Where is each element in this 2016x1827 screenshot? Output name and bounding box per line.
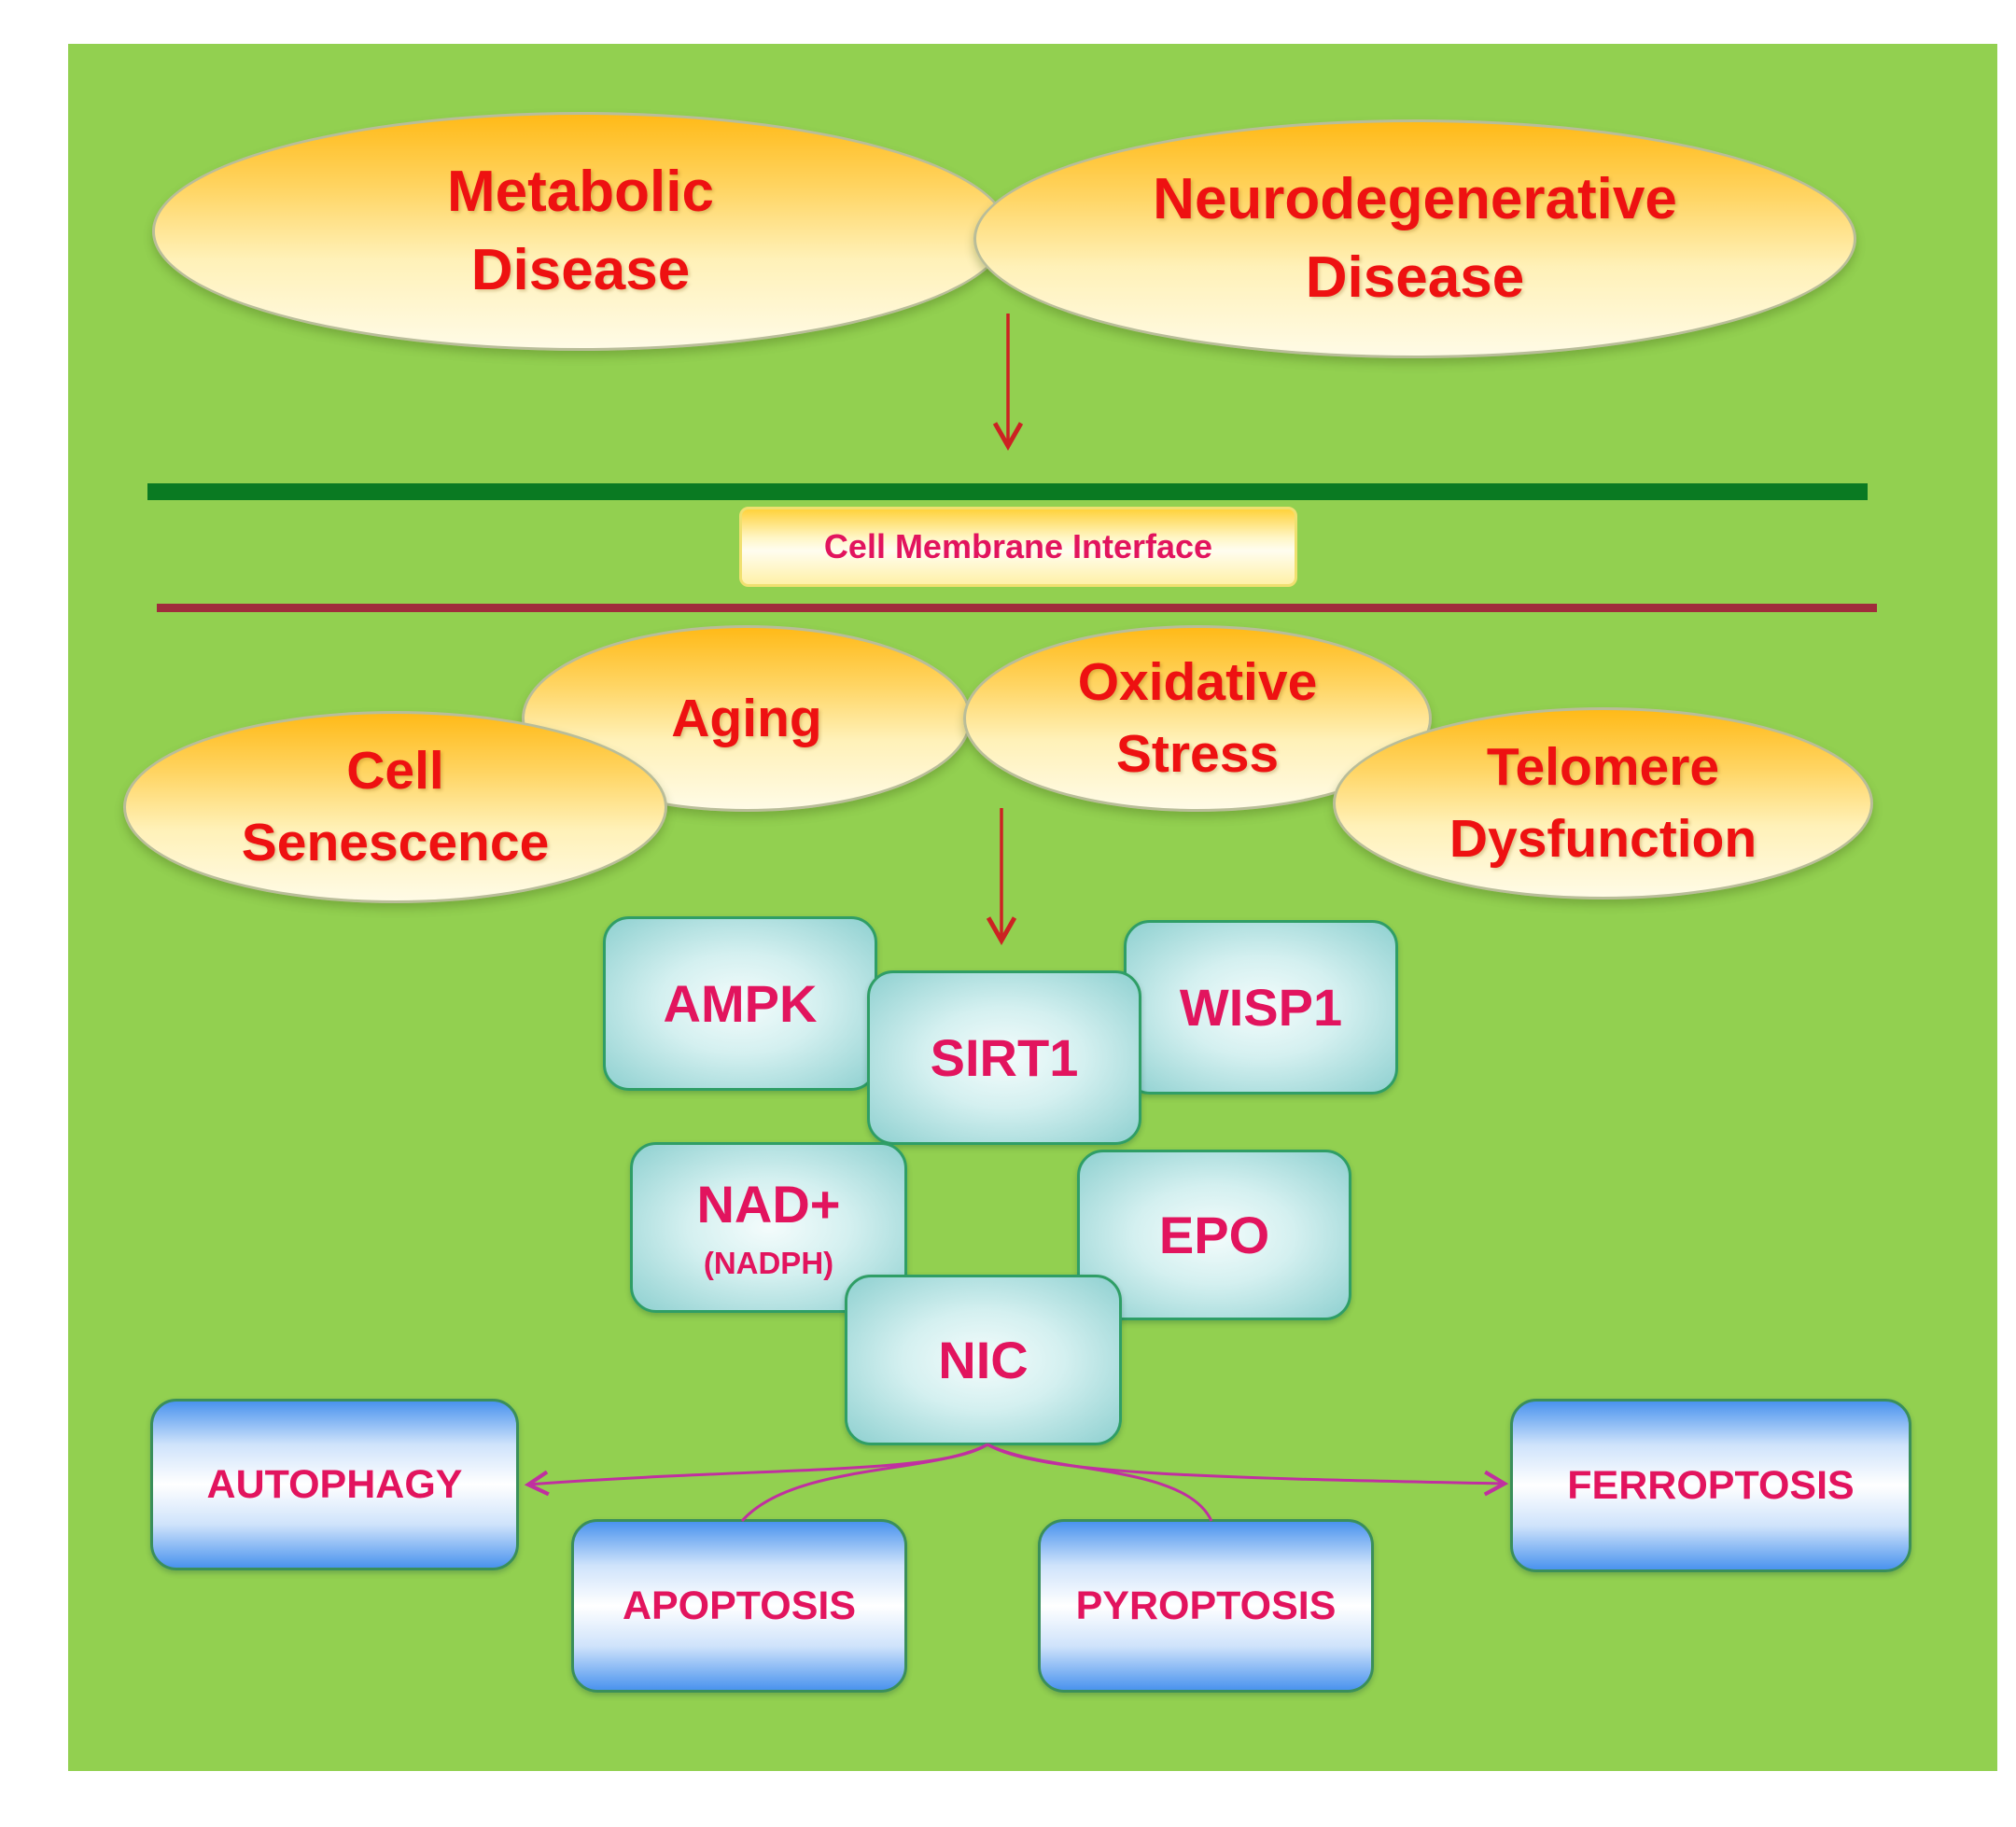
neurodegenerative-disease-node: Neurodegenerative Disease: [973, 119, 1856, 358]
oxidative-stress-label: Oxidative Stress: [1077, 652, 1318, 784]
metabolic-disease-label: Metabolic Disease: [447, 160, 714, 302]
wisp1-node: WISP1: [1124, 920, 1398, 1095]
ferroptosis-node: FERROPTOSIS: [1510, 1399, 1911, 1572]
wisp1-label: WISP1: [1179, 978, 1343, 1037]
epo-node: EPO: [1077, 1150, 1351, 1320]
nic-node: NIC: [845, 1275, 1122, 1445]
cell-senescence-node: Cell Senescence: [123, 711, 667, 903]
cell-membrane-interface-label: Cell Membrane Interface: [739, 507, 1297, 587]
ampk-label: AMPK: [663, 974, 818, 1033]
pyroptosis-node: PYROPTOSIS: [1038, 1519, 1374, 1693]
sirt1-node: SIRT1: [867, 970, 1141, 1145]
cell-senescence-label: Cell Senescence: [241, 741, 550, 872]
sirt1-label: SIRT1: [930, 1028, 1079, 1087]
telomere-dysfunction-node: Telomere Dysfunction: [1333, 707, 1873, 900]
telomere-dysfunction-label: Telomere Dysfunction: [1449, 737, 1757, 869]
ampk-node: AMPK: [603, 916, 877, 1091]
membrane-line-outer: [147, 483, 1868, 500]
metabolic-disease-node: Metabolic Disease: [152, 112, 1009, 351]
apoptosis-label: APOPTOSIS: [622, 1583, 857, 1628]
nic-label: NIC: [938, 1331, 1029, 1389]
epo-label: EPO: [1158, 1206, 1270, 1264]
neurodegenerative-disease-label: Neurodegenerative Disease: [1153, 167, 1677, 310]
autophagy-label: AUTOPHAGY: [206, 1461, 463, 1507]
apoptosis-node: APOPTOSIS: [571, 1519, 907, 1693]
nad-label: NAD+: [696, 1175, 841, 1234]
cell-membrane-interface-text: Cell Membrane Interface: [823, 527, 1213, 565]
membrane-line-inner: [157, 604, 1877, 612]
ferroptosis-label: FERROPTOSIS: [1567, 1462, 1855, 1508]
nad-node: NAD+ (NADPH): [630, 1142, 907, 1313]
pyroptosis-label: PYROPTOSIS: [1075, 1583, 1337, 1628]
aging-label: Aging: [671, 688, 822, 748]
autophagy-node: AUTOPHAGY: [150, 1399, 519, 1570]
nadph-label: (NADPH): [703, 1246, 834, 1280]
